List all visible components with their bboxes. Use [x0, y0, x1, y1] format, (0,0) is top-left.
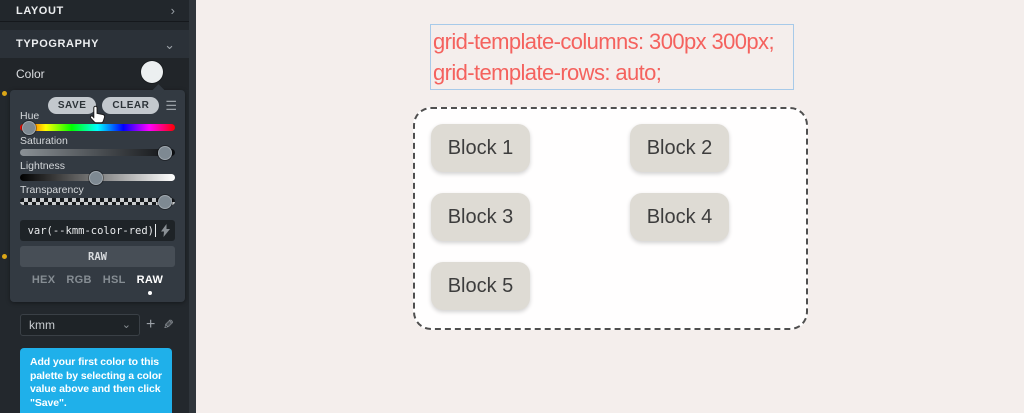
hue-label: Hue — [20, 110, 40, 122]
grid-block: Block 3 — [431, 193, 530, 241]
saturation-label: Saturation — [20, 135, 68, 147]
color-value-text: var(--kmm-color-red) — [27, 224, 154, 237]
section-label: LAYOUT — [16, 4, 64, 17]
hamburger-menu-icon[interactable]: ☰ — [165, 98, 177, 113]
section-label: TYPOGRAPHY — [16, 38, 100, 50]
tab-hex[interactable]: HEX — [31, 274, 56, 286]
tab-rgb[interactable]: RGB — [66, 274, 92, 286]
grid-demo-container: Block 1 Block 2 Block 3 Block 4 Block 5 — [413, 107, 808, 330]
lightning-icon[interactable] — [161, 224, 170, 237]
raw-value-button[interactable]: RAW — [20, 246, 175, 267]
preview-canvas: grid-template-columns: 300px 300px; grid… — [196, 0, 1024, 413]
modified-indicator-dot — [2, 254, 7, 259]
clear-button[interactable]: CLEAR — [102, 97, 160, 114]
palette-select[interactable]: kmm ⌄ — [20, 314, 140, 336]
color-swatch[interactable] — [141, 61, 163, 83]
add-palette-button[interactable]: + — [146, 314, 155, 336]
saturation-slider-thumb[interactable] — [158, 145, 172, 160]
lightness-label: Lightness — [20, 160, 65, 172]
hue-slider[interactable] — [20, 120, 175, 135]
code-line: grid-template-columns: 300px 300px; — [433, 29, 775, 54]
grid-block: Block 1 — [431, 124, 530, 172]
edit-palette-button[interactable]: ✎ — [163, 314, 174, 336]
lightness-slider-thumb[interactable] — [89, 170, 103, 185]
color-format-tabs: HEX RGB HSL RAW — [10, 274, 185, 286]
sidebar-section-layout[interactable]: LAYOUT › — [0, 0, 189, 22]
color-setting-label: Color — [16, 67, 45, 81]
css-code-box[interactable]: grid-template-columns: 300px 300px; grid… — [430, 24, 794, 90]
transparency-slider-thumb[interactable] — [158, 194, 172, 209]
saturation-slider[interactable] — [20, 145, 175, 160]
hue-slider-thumb[interactable] — [22, 120, 36, 135]
text-caret — [155, 224, 156, 237]
save-button[interactable]: SAVE — [47, 97, 97, 114]
chevron-right-icon: › — [170, 3, 175, 18]
sidebar-scrollbar[interactable] — [189, 0, 196, 413]
grid-block: Block 4 — [630, 193, 729, 241]
color-value-input[interactable]: var(--kmm-color-red) — [20, 220, 175, 241]
sidebar-section-typography[interactable]: TYPOGRAPHY ⌄ — [0, 30, 189, 58]
palette-help-notice: Add your first color to this palette by … — [20, 348, 172, 413]
color-picker-panel: SAVE CLEAR ☰ Hue Saturation Lightness Tr… — [10, 84, 185, 302]
tab-raw[interactable]: RAW — [136, 274, 164, 286]
grid-block: Block 2 — [630, 124, 729, 172]
picker-toolbar: SAVE CLEAR ☰ — [10, 97, 185, 114]
grid-block: Block 5 — [431, 262, 530, 310]
settings-sidebar: LAYOUT › TYPOGRAPHY ⌄ Color SAVE CLEAR ☰… — [0, 0, 196, 413]
palette-selected-value: kmm — [29, 318, 55, 332]
code-line: grid-template-rows: auto; — [433, 60, 662, 85]
transparency-label: Transparency — [20, 184, 84, 196]
chevron-down-icon: ⌄ — [121, 318, 131, 331]
tab-hsl[interactable]: HSL — [102, 274, 126, 286]
chevron-down-icon: ⌄ — [164, 36, 175, 52]
lightness-slider[interactable] — [20, 170, 175, 185]
transparency-slider[interactable] — [20, 194, 175, 209]
modified-indicator-dot — [2, 91, 7, 96]
